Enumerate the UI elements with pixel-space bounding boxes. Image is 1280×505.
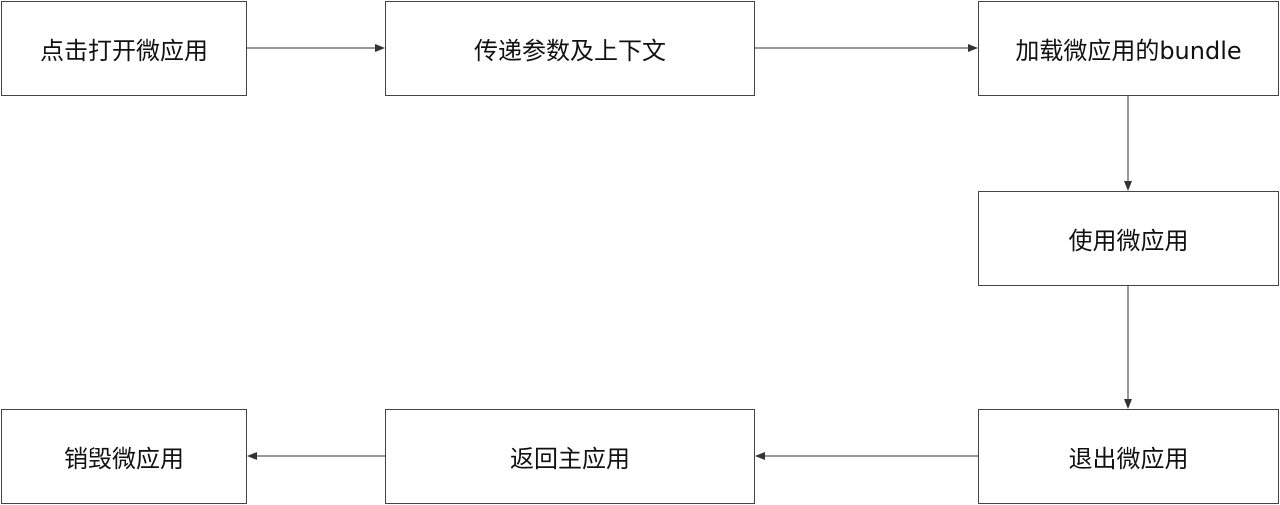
node-use-app: 使用微应用 (978, 191, 1279, 286)
node-return-main: 返回主应用 (385, 409, 755, 504)
node-click-open: 点击打开微应用 (1, 1, 247, 96)
node-label: 返回主应用 (510, 445, 630, 473)
node-label: 传递参数及上下文 (474, 37, 666, 65)
node-label: 销毁微应用 (64, 445, 184, 473)
node-label: 点击打开微应用 (40, 37, 208, 65)
node-label: 使用微应用 (1068, 227, 1189, 255)
node-label: 退出微应用 (1068, 445, 1189, 473)
node-exit-app: 退出微应用 (978, 409, 1279, 504)
node-load-bundle: 加载微应用的bundle (978, 1, 1279, 96)
node-pass-params: 传递参数及上下文 (385, 1, 755, 96)
node-destroy-app: 销毁微应用 (1, 409, 247, 504)
node-label: 加载微应用的bundle (1015, 37, 1242, 65)
